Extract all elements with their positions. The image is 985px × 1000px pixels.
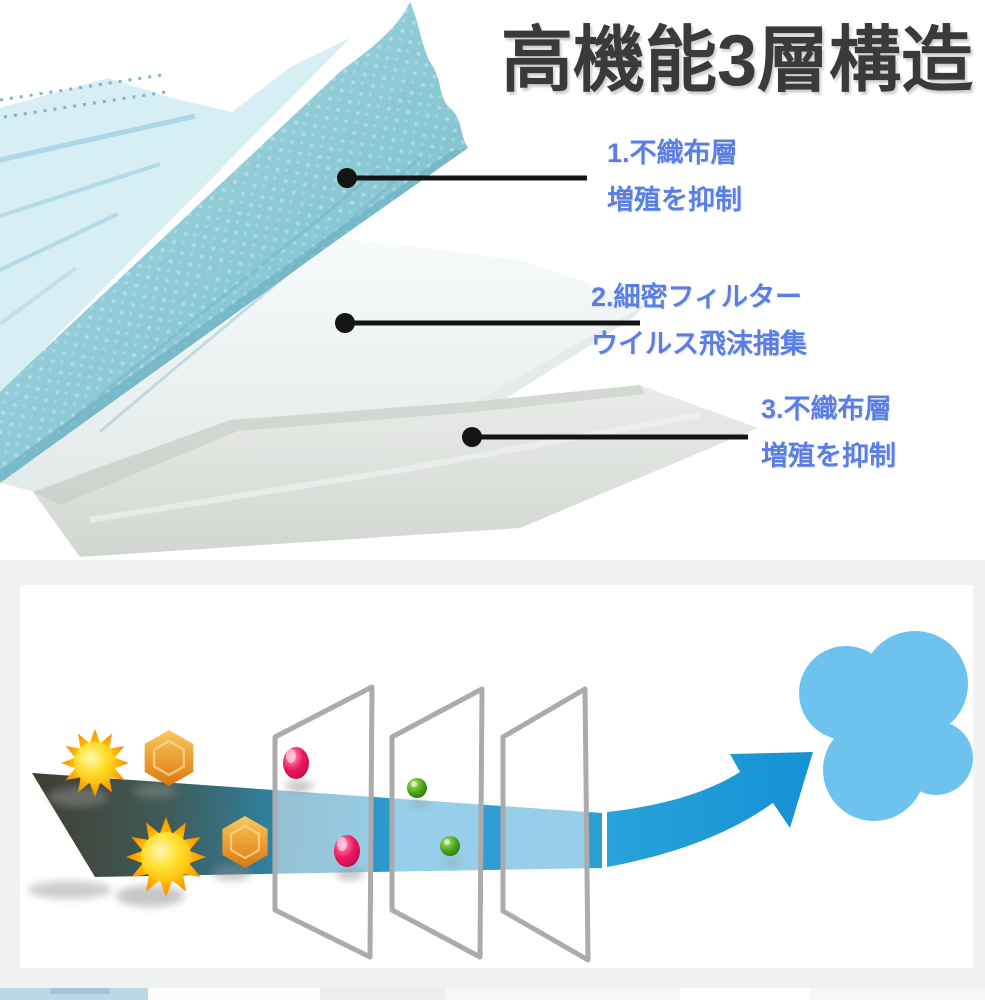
clean-air-cloud-icon <box>799 631 973 821</box>
pointer-line-2 <box>335 313 640 333</box>
particles <box>48 729 461 907</box>
bottom-photo-sliver <box>0 988 985 1000</box>
pointer-line-1 <box>337 168 587 188</box>
mask-layer1-fabric <box>0 2 468 483</box>
layer2-label-line2: ウイルス飛沫捕集 <box>591 329 807 359</box>
page-title: 高機能3層構造 <box>500 21 974 101</box>
filtration-diagram <box>0 585 985 1000</box>
layer1-label: 1.不織布層 増殖を抑制 <box>607 130 742 224</box>
droplet-icon-2 <box>334 835 364 880</box>
pollen-hexagon-icon-2 <box>212 816 268 881</box>
layer2-label-line1: 2.細密フィルター <box>591 282 802 312</box>
pollen-hexagon-icon-1 <box>133 730 194 799</box>
pointer-line-3 <box>462 427 748 447</box>
sun-virus-icon-1 <box>48 729 129 807</box>
mask-layers-illustration <box>0 2 758 557</box>
mask-pleated-body <box>0 38 350 394</box>
layer1-label-line2: 増殖を抑制 <box>607 185 742 215</box>
filtration-diagram-section <box>0 560 985 1000</box>
sun-virus-icon-2 <box>116 817 206 907</box>
airflow-arrow-icon <box>607 752 813 867</box>
filter-panel-1 <box>272 684 375 960</box>
layer3-label-line2: 増殖を抑制 <box>761 441 896 471</box>
pointer-lines <box>335 168 748 447</box>
layer2-label: 2.細密フィルター ウイルス飛沫捕集 <box>591 274 807 368</box>
layer1-label-line1: 1.不織布層 <box>607 138 738 168</box>
filter-panel-3 <box>500 686 591 963</box>
germ-icon-2 <box>440 836 461 865</box>
filter-panel-2 <box>389 686 485 960</box>
germ-icon-1 <box>407 778 428 807</box>
mask-layer3-fabric <box>33 385 758 557</box>
droplet-icon-1 <box>283 747 313 792</box>
layer3-label-line1: 3.不織布層 <box>761 394 892 424</box>
layer3-label: 3.不織布層 増殖を抑制 <box>761 386 896 480</box>
